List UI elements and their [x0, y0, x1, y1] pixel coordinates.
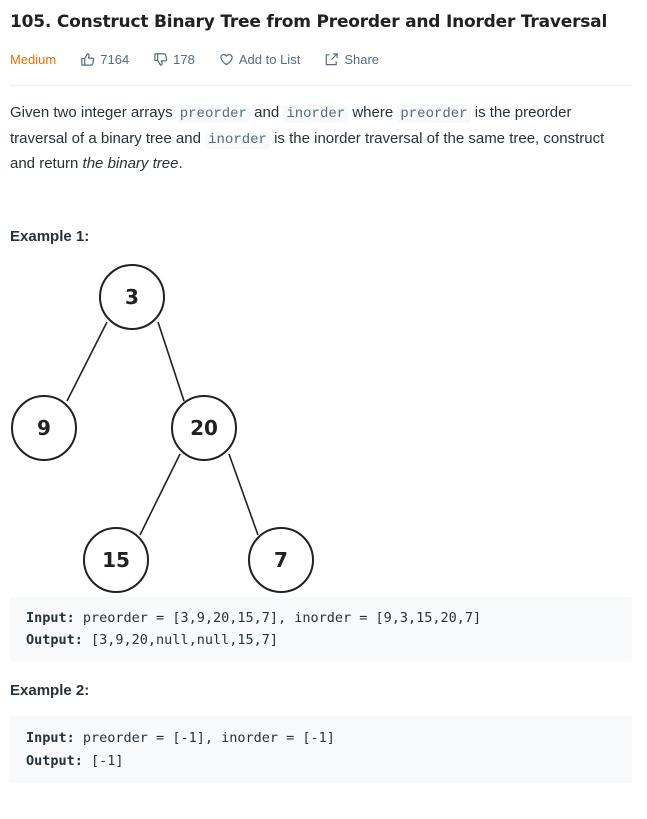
add-to-list-label: Add to List [238, 51, 301, 67]
example-1-heading: Example 1: [10, 228, 90, 245]
tree-node: 7 [248, 527, 314, 593]
tree-node-label: 3 [125, 285, 139, 309]
example-1-code-block: Input: preorder = [3,9,20,15,7], inorder… [10, 597, 632, 662]
share-icon [326, 52, 339, 65]
heart-icon [220, 53, 233, 65]
example-2-heading: Example 2: [10, 682, 90, 699]
tree-edge [228, 453, 259, 536]
tree-node: 20 [171, 395, 237, 461]
tree-node-label: 9 [37, 416, 51, 440]
share-button[interactable]: Share [324, 52, 379, 67]
tree-node: 15 [83, 527, 149, 593]
tree-edge [139, 453, 181, 536]
dislike-button[interactable]: 178 [153, 52, 195, 67]
tree-node: 9 [11, 395, 77, 461]
share-label: Share [344, 51, 380, 67]
problem-description: Given two integer arrays preorder and in… [10, 104, 605, 172]
example-2-code-block: Input: preorder = [-1], inorder = [-1] O… [10, 716, 632, 783]
example-1-input-line: Input: preorder = [3,9,20,15,7], inorder… [26, 610, 482, 626]
code-preorder: preorder [397, 105, 471, 123]
tree-node: 3 [99, 264, 165, 330]
example-1-output-line: Output: [3,9,20,null,null,15,7] [26, 632, 278, 648]
tree-node-label: 15 [102, 548, 130, 572]
problem-meta-bar: Medium 7164 178 Add to List Share [10, 50, 403, 68]
thumbs-down-icon [154, 52, 168, 66]
code-preorder: preorder [176, 105, 250, 123]
dislike-count: 178 [173, 51, 195, 67]
problem-title: 105. Construct Binary Tree from Preorder… [10, 12, 608, 32]
difficulty-badge: Medium [10, 51, 57, 67]
code-inorder: inorder [283, 105, 349, 123]
example-2-output-line: Output: [-1] [26, 753, 124, 769]
thumbs-up-icon [81, 52, 95, 66]
tree-edge [66, 321, 108, 402]
example-1-tree-diagram: 3 9 20 15 7 [11, 264, 314, 593]
tree-node-label: 20 [190, 416, 218, 440]
add-to-list-button[interactable]: Add to List [219, 52, 300, 67]
example-2-input-line: Input: preorder = [-1], inorder = [-1] [26, 730, 335, 746]
like-count: 7164 [100, 51, 130, 67]
tree-node-label: 7 [274, 548, 288, 572]
header-divider [10, 85, 632, 86]
tree-edge [157, 321, 185, 402]
like-button[interactable]: 7164 [80, 52, 129, 67]
code-inorder: inorder [205, 130, 270, 149]
